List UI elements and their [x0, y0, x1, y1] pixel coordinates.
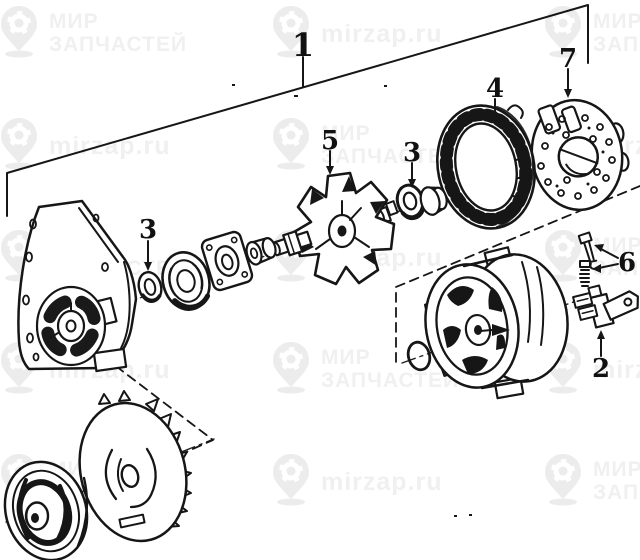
callout-6-label: 6	[618, 248, 636, 278]
watermark-site-text: mirzap.ru	[593, 356, 640, 384]
callout-6: 6	[592, 244, 636, 278]
spacer-collar	[245, 237, 277, 266]
map-pin-gear-icon	[1, 6, 37, 58]
front-bracket	[17, 199, 138, 373]
map-pin-gear-icon	[273, 454, 309, 506]
watermark-site-text: mirzap.ru	[321, 468, 443, 496]
insert-direction-arrow	[492, 324, 510, 336]
pulley	[3, 460, 89, 560]
bearing-retainer-plate	[200, 230, 254, 292]
mounting-screws	[577, 231, 598, 287]
map-pin-gear-icon	[545, 230, 581, 282]
map-pin-gear-icon	[1, 118, 37, 170]
map-pin-gear-icon	[273, 342, 309, 394]
callout-1: 1	[6, 4, 589, 217]
callout-7-label: 7	[559, 44, 577, 74]
callout-2: 2	[592, 330, 610, 384]
callout-2-label: 2	[592, 354, 610, 384]
watermark-site-tile: mirzap.ru	[268, 4, 443, 58]
callout-5-label: 5	[321, 126, 339, 156]
map-pin-gear-icon	[545, 454, 581, 506]
callouts: 1 3 3 5 4	[6, 4, 636, 384]
callout-3-rear-label: 3	[403, 138, 421, 168]
o-ring	[406, 340, 432, 372]
map-pin-gear-icon	[273, 6, 309, 58]
callout-5: 5	[321, 126, 339, 175]
rotor	[292, 171, 399, 286]
rear-bearing	[395, 183, 425, 221]
paper-specks	[232, 84, 472, 517]
map-pin-gear-icon	[273, 118, 309, 170]
rear-housing	[423, 246, 569, 400]
callout-1-label: 1	[292, 26, 314, 64]
stator	[436, 104, 536, 230]
rear-cover	[530, 98, 630, 212]
callout-4-label: 4	[486, 74, 504, 104]
cooling-fan	[78, 390, 192, 543]
callout-4: 4	[486, 74, 504, 122]
bearing-cup	[419, 186, 448, 216]
callout-3-front: 3	[139, 215, 157, 271]
callout-3-rear: 3	[403, 138, 421, 188]
watermark-site-tile: mirzap.ru	[268, 452, 443, 506]
front-bearing	[161, 251, 211, 311]
map-pin-gear-icon	[545, 6, 581, 58]
watermark-site-text: mirzap.ru	[321, 20, 443, 48]
callout-3-front-label: 3	[139, 215, 157, 245]
front-bearing-washer	[137, 271, 163, 303]
brush-holder	[572, 284, 639, 329]
callout-7: 7	[559, 44, 577, 98]
